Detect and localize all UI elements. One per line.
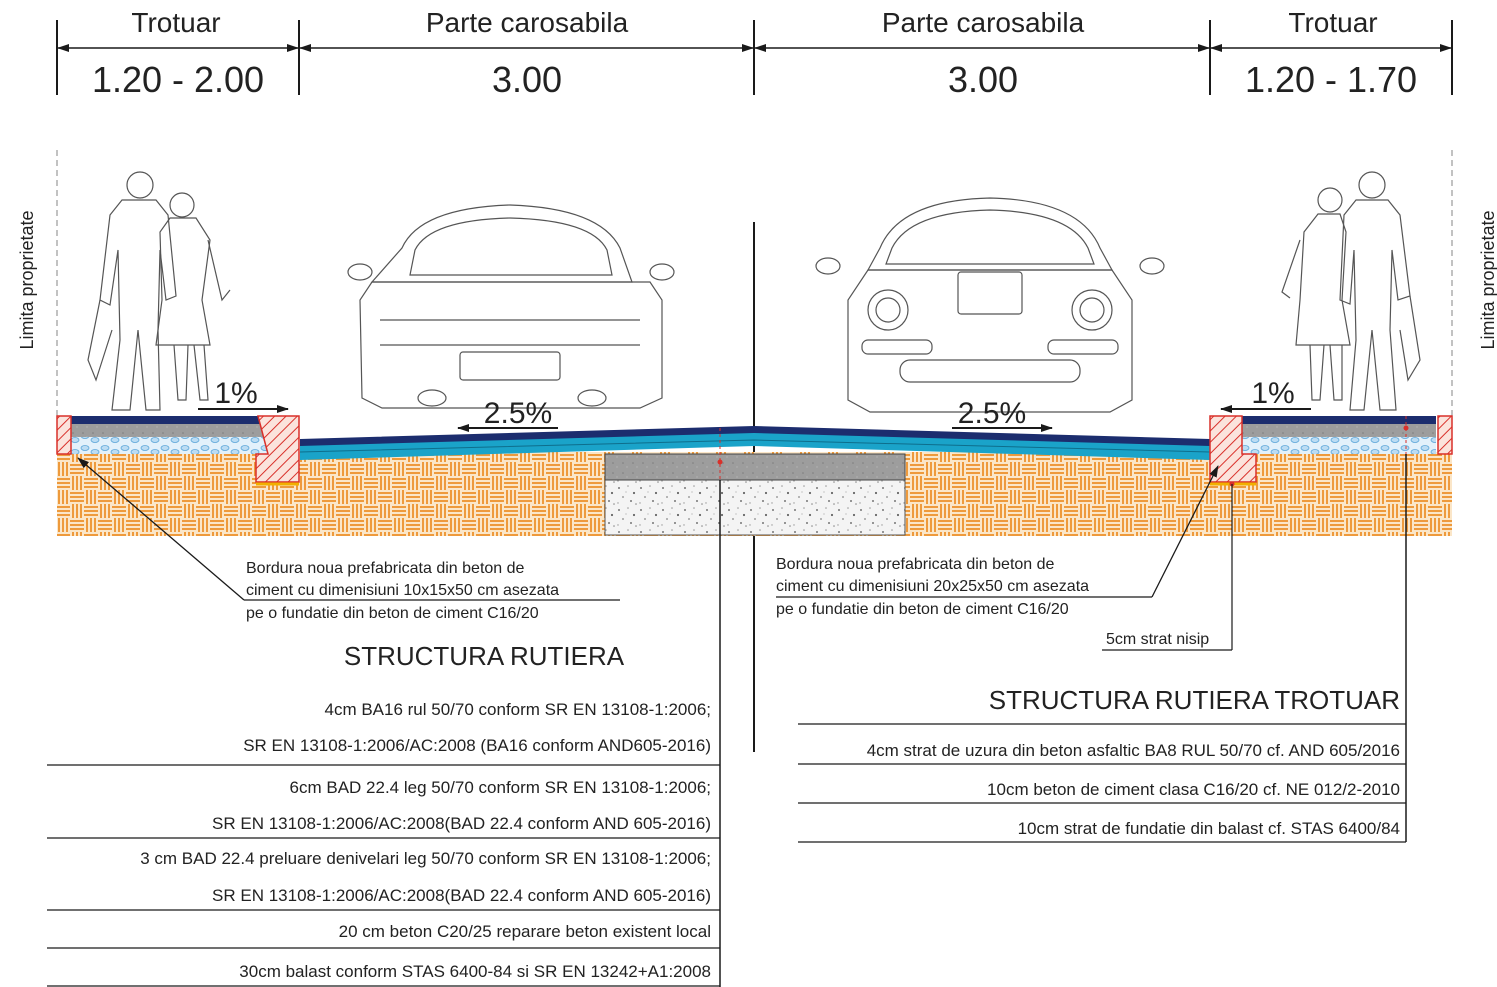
property-limit-right-label: Limita proprietate xyxy=(1478,210,1497,349)
dim-label-right-sidewalk: Trotuar xyxy=(1288,7,1377,38)
car-front-icon xyxy=(815,197,1165,413)
road-layer-1-line-2: SR EN 13108-1:2006/AC:2008 (BA16 conform… xyxy=(243,736,711,755)
road-layer-1-line-1: 4cm BA16 rul 50/70 conform SR EN 13108-1… xyxy=(325,700,712,719)
road-structure-table: STRUCTURA RUTIERA 4cm BA16 rul 50/70 con… xyxy=(47,480,721,987)
curb-note-right-line-1: Bordura noua prefabricata din beton de xyxy=(776,556,1055,573)
curb-note-left-line-3: pe o fundatie din beton de ciment C16/20 xyxy=(246,605,539,622)
road-layer-3-line-2: SR EN 13108-1:2006/AC:2008(BAD 22.4 conf… xyxy=(212,886,711,905)
dim-value-right-sidewalk: 1.20 - 1.70 xyxy=(1245,59,1417,100)
dim-value-right-road: 3.00 xyxy=(948,59,1018,100)
sidewalk-layer-1: 4cm strat de uzura din beton asfaltic BA… xyxy=(867,741,1400,760)
road-layer-2-line-1: 6cm BAD 22.4 leg 50/70 conform SR EN 131… xyxy=(290,778,711,797)
road-structure-title: STRUCTURA RUTIERA xyxy=(344,641,625,671)
curb-note-left: Bordura noua prefabricata din beton de c… xyxy=(77,457,620,622)
curb-note-right-line-3: pe o fundatie din beton de ciment C16/20 xyxy=(776,601,1069,618)
sidewalk-structure-title: STRUCTURA RUTIERA TROTUAR xyxy=(989,685,1400,715)
slope-right-road: 2.5% xyxy=(958,397,1026,430)
sidewalk-structure-table: STRUCTURA RUTIERA TROTUAR 4cm strat de u… xyxy=(798,454,1407,843)
sidewalk-layer-3: 10cm strat de fundatie din balast cf. ST… xyxy=(1018,819,1400,838)
road-layer-3-line-1: 3 cm BAD 22.4 preluare denivelari leg 50… xyxy=(140,849,711,868)
curb-note-left-line-2: ciment cu dimenisiuni 10x15x50 cm asezat… xyxy=(246,582,559,599)
curb-note-right-line-2: ciment cu dimenisiuni 20x25x50 cm asezat… xyxy=(776,578,1089,595)
dim-label-right-road: Parte carosabila xyxy=(882,7,1085,38)
dim-label-left-road: Parte carosabila xyxy=(426,7,629,38)
dim-value-left-sidewalk: 1.20 - 2.00 xyxy=(92,59,264,100)
pavement-section xyxy=(56,415,1453,536)
pedestrian-couple-right-icon xyxy=(1281,171,1421,411)
dimension-chain: Trotuar Parte carosabila Parte carosabil… xyxy=(56,7,1453,100)
property-limit-left-label: Limita proprietate xyxy=(17,210,37,349)
slope-left-road: 2.5% xyxy=(484,397,552,430)
sand-layer-note: 5cm strat nisip xyxy=(1106,631,1209,648)
curb-note-right: Bordura noua prefabricata din beton de c… xyxy=(776,465,1233,651)
road-layer-5: 30cm balast conform STAS 6400-84 si SR E… xyxy=(239,962,711,981)
dim-value-left-road: 3.00 xyxy=(492,59,562,100)
road-layer-2-line-2: SR EN 13108-1:2006/AC:2008(BAD 22.4 conf… xyxy=(212,814,711,833)
car-rear-icon xyxy=(347,204,675,409)
curb-note-left-line-1: Bordura noua prefabricata din beton de xyxy=(246,560,525,577)
dim-label-left-sidewalk: Trotuar xyxy=(131,7,220,38)
road-layer-4: 20 cm beton C20/25 reparare beton existe… xyxy=(339,922,711,941)
slope-indicators: 1% 2.5% 2.5% 1% xyxy=(198,377,1311,432)
slope-left-sidewalk: 1% xyxy=(214,377,257,410)
slope-right-sidewalk: 1% xyxy=(1251,377,1294,410)
sidewalk-layer-2: 10cm beton de ciment clasa C16/20 cf. NE… xyxy=(987,780,1400,799)
pedestrian-couple-left-icon xyxy=(87,171,231,411)
